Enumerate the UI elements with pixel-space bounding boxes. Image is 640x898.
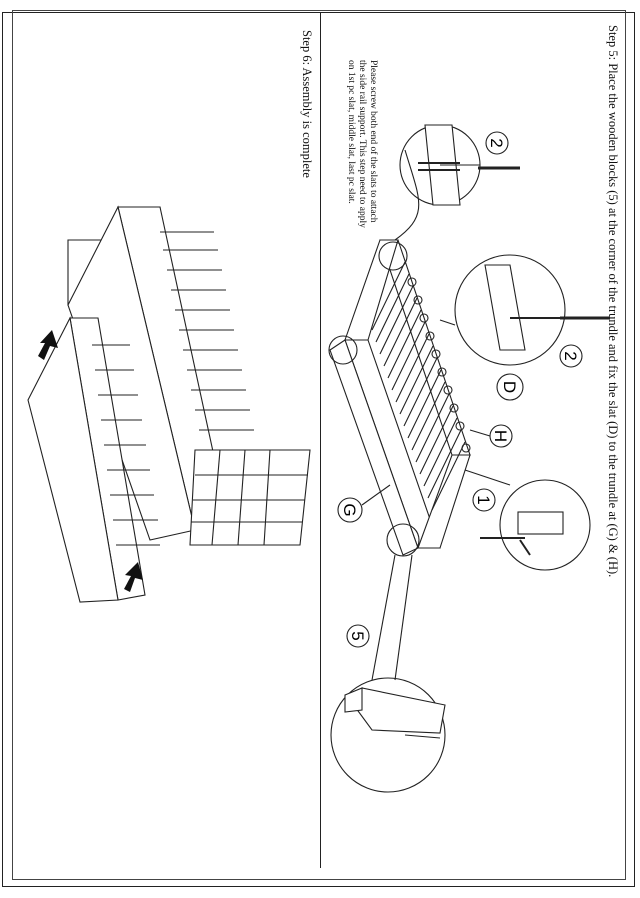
daybed-slats — [160, 231, 254, 431]
part-5-badge — [346, 624, 370, 648]
pull-arrow-bottom — [124, 562, 143, 592]
daybed-complete-step6 — [27, 205, 311, 603]
step-divider — [320, 12, 321, 868]
part-1-badge — [472, 488, 496, 512]
trundle-slats-step6 — [92, 344, 160, 546]
corner-detail-top — [378, 241, 408, 271]
part-d-badge — [496, 373, 524, 401]
trundle-frame-step5 — [328, 239, 471, 557]
corner-detail-bottom — [386, 523, 420, 557]
detail-screw-middle — [439, 254, 610, 401]
page-inner-border — [12, 10, 626, 880]
page-frame — [2, 12, 635, 887]
detail-screw-top — [394, 124, 520, 241]
label-g: G — [340, 503, 359, 516]
label-h: H — [491, 430, 510, 442]
part-2-badge-top — [485, 131, 509, 155]
part-2-badge-middle — [559, 344, 583, 368]
trundle-slats — [371, 261, 466, 511]
part-g-badge — [337, 497, 363, 523]
pull-arrow-top — [38, 330, 58, 360]
detail-bracket — [464, 469, 591, 571]
slat-end-caps — [407, 277, 471, 453]
corner-detail-left — [328, 335, 358, 365]
label-d: D — [500, 381, 519, 393]
label-5: 5 — [348, 631, 367, 640]
detail-wooden-block — [330, 554, 446, 793]
label-2-middle: 2 — [561, 351, 580, 360]
label-1: 1 — [474, 495, 493, 504]
label-2-top: 2 — [487, 138, 506, 147]
